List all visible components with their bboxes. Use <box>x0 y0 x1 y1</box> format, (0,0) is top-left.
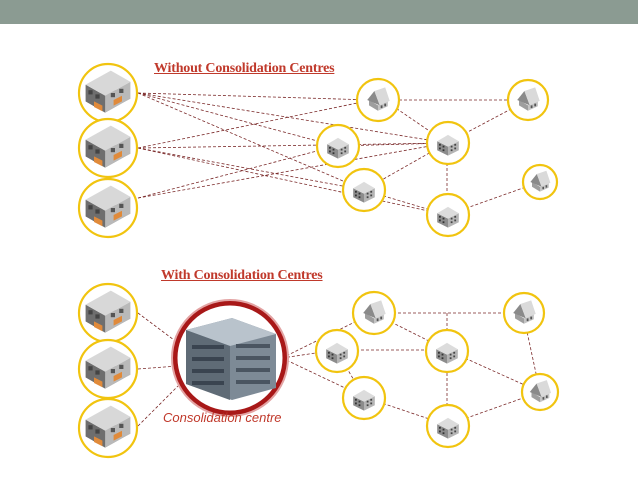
receiver-office-bottom-2 <box>424 328 470 374</box>
receiver-office-bottom-3 <box>341 375 387 421</box>
supplier-bottom-2 <box>77 338 139 400</box>
heading-with-consolidation: With Consolidation Centres <box>161 268 323 283</box>
receiver-office-bottom-4 <box>425 403 471 449</box>
receiver-office-top-1 <box>315 123 361 169</box>
supplier-top-1 <box>77 62 139 124</box>
consolidation-centre-label: Consolidation centre <box>163 410 282 425</box>
receiver-office-bottom-1 <box>314 328 360 374</box>
supplier-bottom-3 <box>77 397 139 459</box>
receiver-house-bottom-3 <box>520 372 560 412</box>
multistorey-building-icon <box>186 318 276 400</box>
receiver-office-top-4 <box>425 192 471 238</box>
receiver-office-top-3 <box>341 167 387 213</box>
consolidation-centre <box>171 299 289 417</box>
supplier-top-3 <box>77 177 139 239</box>
receiver-house-bottom-1 <box>351 290 397 336</box>
heading-without-consolidation: Without Consolidation Centres <box>154 61 335 76</box>
receiver-house-top-2 <box>506 78 550 122</box>
receiver-office-top-2 <box>425 120 471 166</box>
receiver-house-bottom-2 <box>502 291 546 335</box>
receiver-house-top-1 <box>355 77 401 123</box>
supplier-top-2 <box>77 117 139 179</box>
receiver-house-top-3 <box>521 163 559 201</box>
top-bar <box>0 0 638 24</box>
supplier-bottom-1 <box>77 282 139 344</box>
